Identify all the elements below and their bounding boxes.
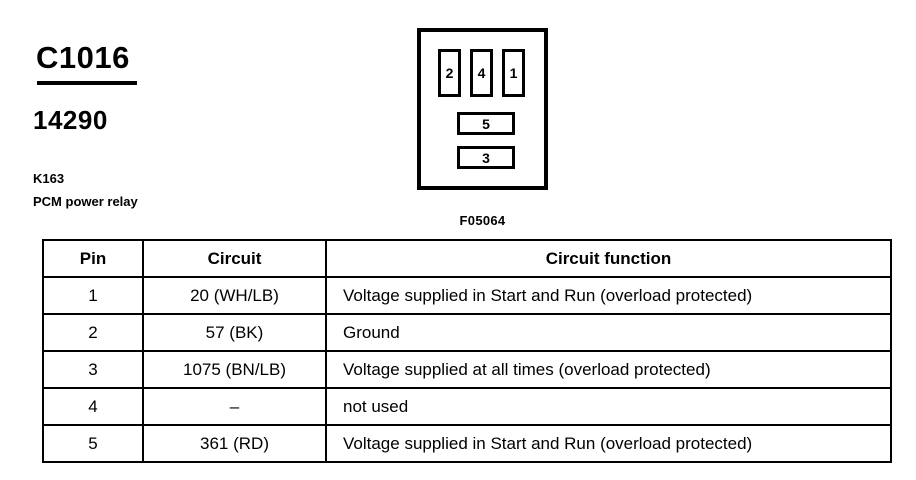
cell-circuit: 361 (RD): [142, 424, 327, 463]
connector-pin-slot-5: 5: [457, 112, 515, 135]
connector-pin-slot-1: 1: [502, 49, 525, 97]
cell-circuit: 57 (BK): [142, 313, 327, 352]
column-header-circuit: Circuit: [142, 239, 327, 278]
cell-pin: 4: [42, 387, 144, 426]
connector-pin-slot-4: 4: [470, 49, 493, 97]
connector-id-underline: [37, 81, 137, 85]
cell-pin: 3: [42, 350, 144, 389]
table-header-row: Pin Circuit Circuit function: [42, 239, 892, 278]
table-row: 2 57 (BK) Ground: [42, 313, 892, 352]
column-header-pin: Pin: [42, 239, 144, 278]
cell-pin: 1: [42, 276, 144, 315]
cell-circuit: –: [142, 387, 327, 426]
cell-function: Voltage supplied in Start and Run (overl…: [325, 424, 892, 463]
cell-function: Voltage supplied in Start and Run (overl…: [325, 276, 892, 315]
part-number: 14290: [33, 105, 108, 135]
connector-pin-slot-3: 3: [457, 146, 515, 169]
cell-function: not used: [325, 387, 892, 426]
table-row: 4 – not used: [42, 387, 892, 426]
cell-function: Ground: [325, 313, 892, 352]
cell-pin: 2: [42, 313, 144, 352]
table-row: 5 361 (RD) Voltage supplied in Start and…: [42, 424, 892, 463]
cell-circuit: 1075 (BN/LB): [142, 350, 327, 389]
cell-circuit: 20 (WH/LB): [142, 276, 327, 315]
cell-pin: 5: [42, 424, 144, 463]
connector-face-diagram: 2 4 1 5 3: [417, 28, 548, 190]
pin-assignment-table: Pin Circuit Circuit function 1 20 (WH/LB…: [42, 239, 892, 463]
column-header-circuit-function: Circuit function: [325, 239, 892, 278]
cell-function: Voltage supplied at all times (overload …: [325, 350, 892, 389]
diagram-caption: F05064: [459, 213, 506, 228]
connector-id: C1016: [36, 40, 130, 75]
table-row: 3 1075 (BN/LB) Voltage supplied at all t…: [42, 350, 892, 389]
component-name: PCM power relay: [33, 194, 138, 209]
connector-pin-slot-2: 2: [438, 49, 461, 97]
component-code: K163: [33, 171, 65, 186]
table-row: 1 20 (WH/LB) Voltage supplied in Start a…: [42, 276, 892, 315]
